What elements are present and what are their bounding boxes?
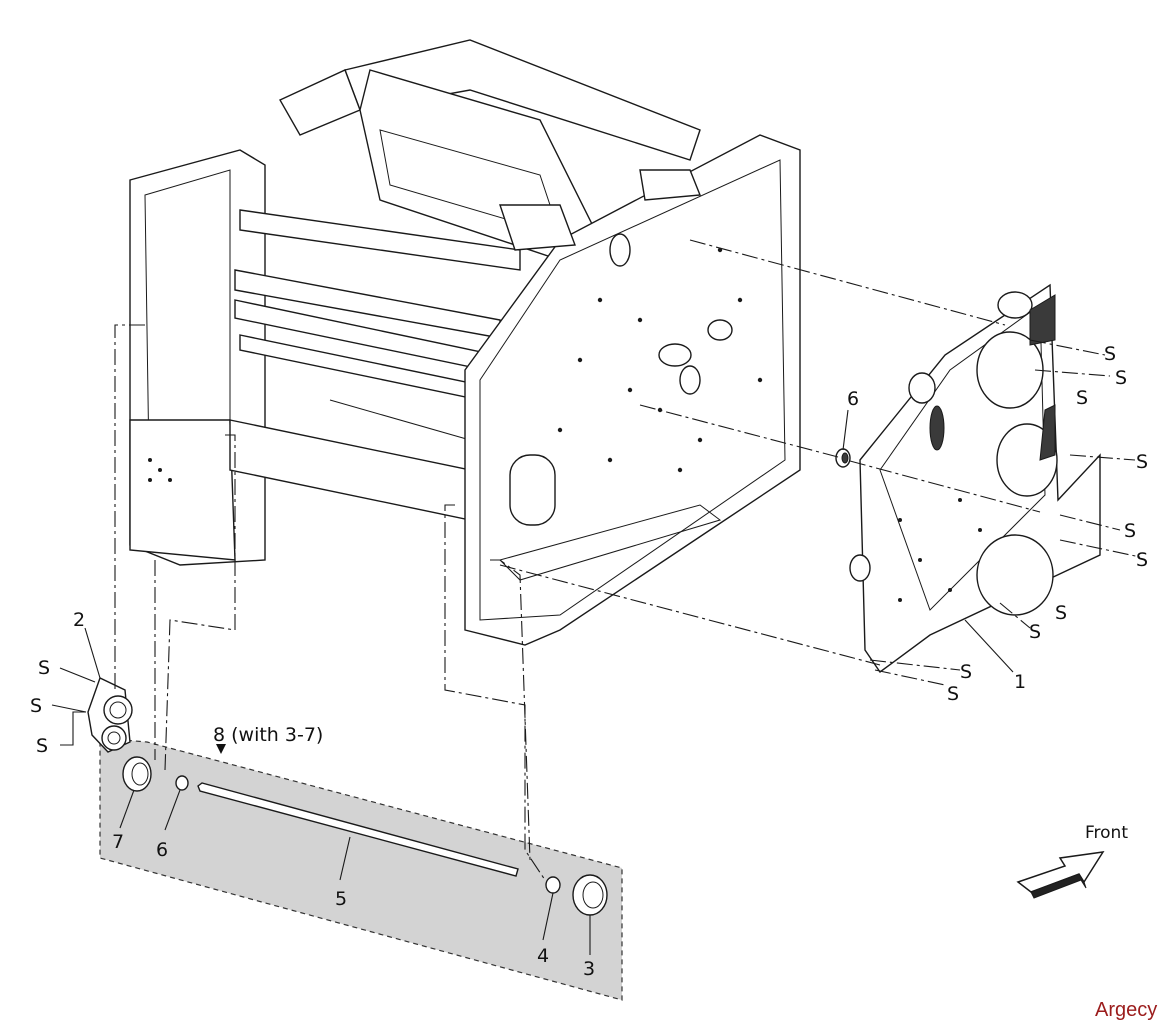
- callout-3: 3: [583, 958, 595, 980]
- callout-5: 5: [335, 888, 347, 910]
- gear-7: [122, 756, 152, 792]
- bearing-6-upper: [835, 448, 851, 468]
- callout-6-upper: 6: [847, 388, 859, 410]
- screw-label: S: [36, 735, 48, 757]
- callout-8: 8 (with 3-7): [213, 724, 323, 746]
- screw-labels: S S S S S S S S S S S S S: [30, 343, 1148, 757]
- screw-label: S: [947, 683, 959, 705]
- drive-plate-assembly: [849, 283, 1101, 673]
- screw-label: S: [1104, 343, 1116, 365]
- kit-region-8: [99, 737, 623, 1001]
- printer-frame: [129, 39, 801, 646]
- screw-label: S: [960, 661, 972, 683]
- bearing-6-lower: [175, 775, 189, 791]
- front-arrow-icon: [1016, 851, 1105, 899]
- screw-label: S: [1076, 387, 1088, 409]
- kit-indicator-icon: [216, 744, 226, 754]
- screw-label: S: [1029, 621, 1041, 643]
- screw-label: S: [1136, 451, 1148, 473]
- gear-bracket: [87, 677, 133, 753]
- callout-7: 7: [112, 831, 124, 853]
- callout-2: 2: [73, 609, 85, 631]
- bearing-4: [545, 876, 561, 894]
- callout-6-lower: 6: [156, 839, 168, 861]
- alignment-lines: [114, 239, 1141, 881]
- screw-label: S: [30, 695, 42, 717]
- screw-label: S: [1055, 602, 1067, 624]
- watermark: Argecy: [1095, 999, 1157, 1021]
- shaft-5: [197, 782, 519, 877]
- gear-3: [572, 874, 608, 916]
- screw-label: S: [1124, 520, 1136, 542]
- front-label: Front: [1085, 823, 1128, 843]
- leader-lines: [51, 409, 1014, 955]
- screw-label: S: [1136, 549, 1148, 571]
- callout-4: 4: [537, 945, 549, 967]
- screw-label: S: [1115, 367, 1127, 389]
- callout-1: 1: [1014, 671, 1026, 693]
- screw-label: S: [38, 657, 50, 679]
